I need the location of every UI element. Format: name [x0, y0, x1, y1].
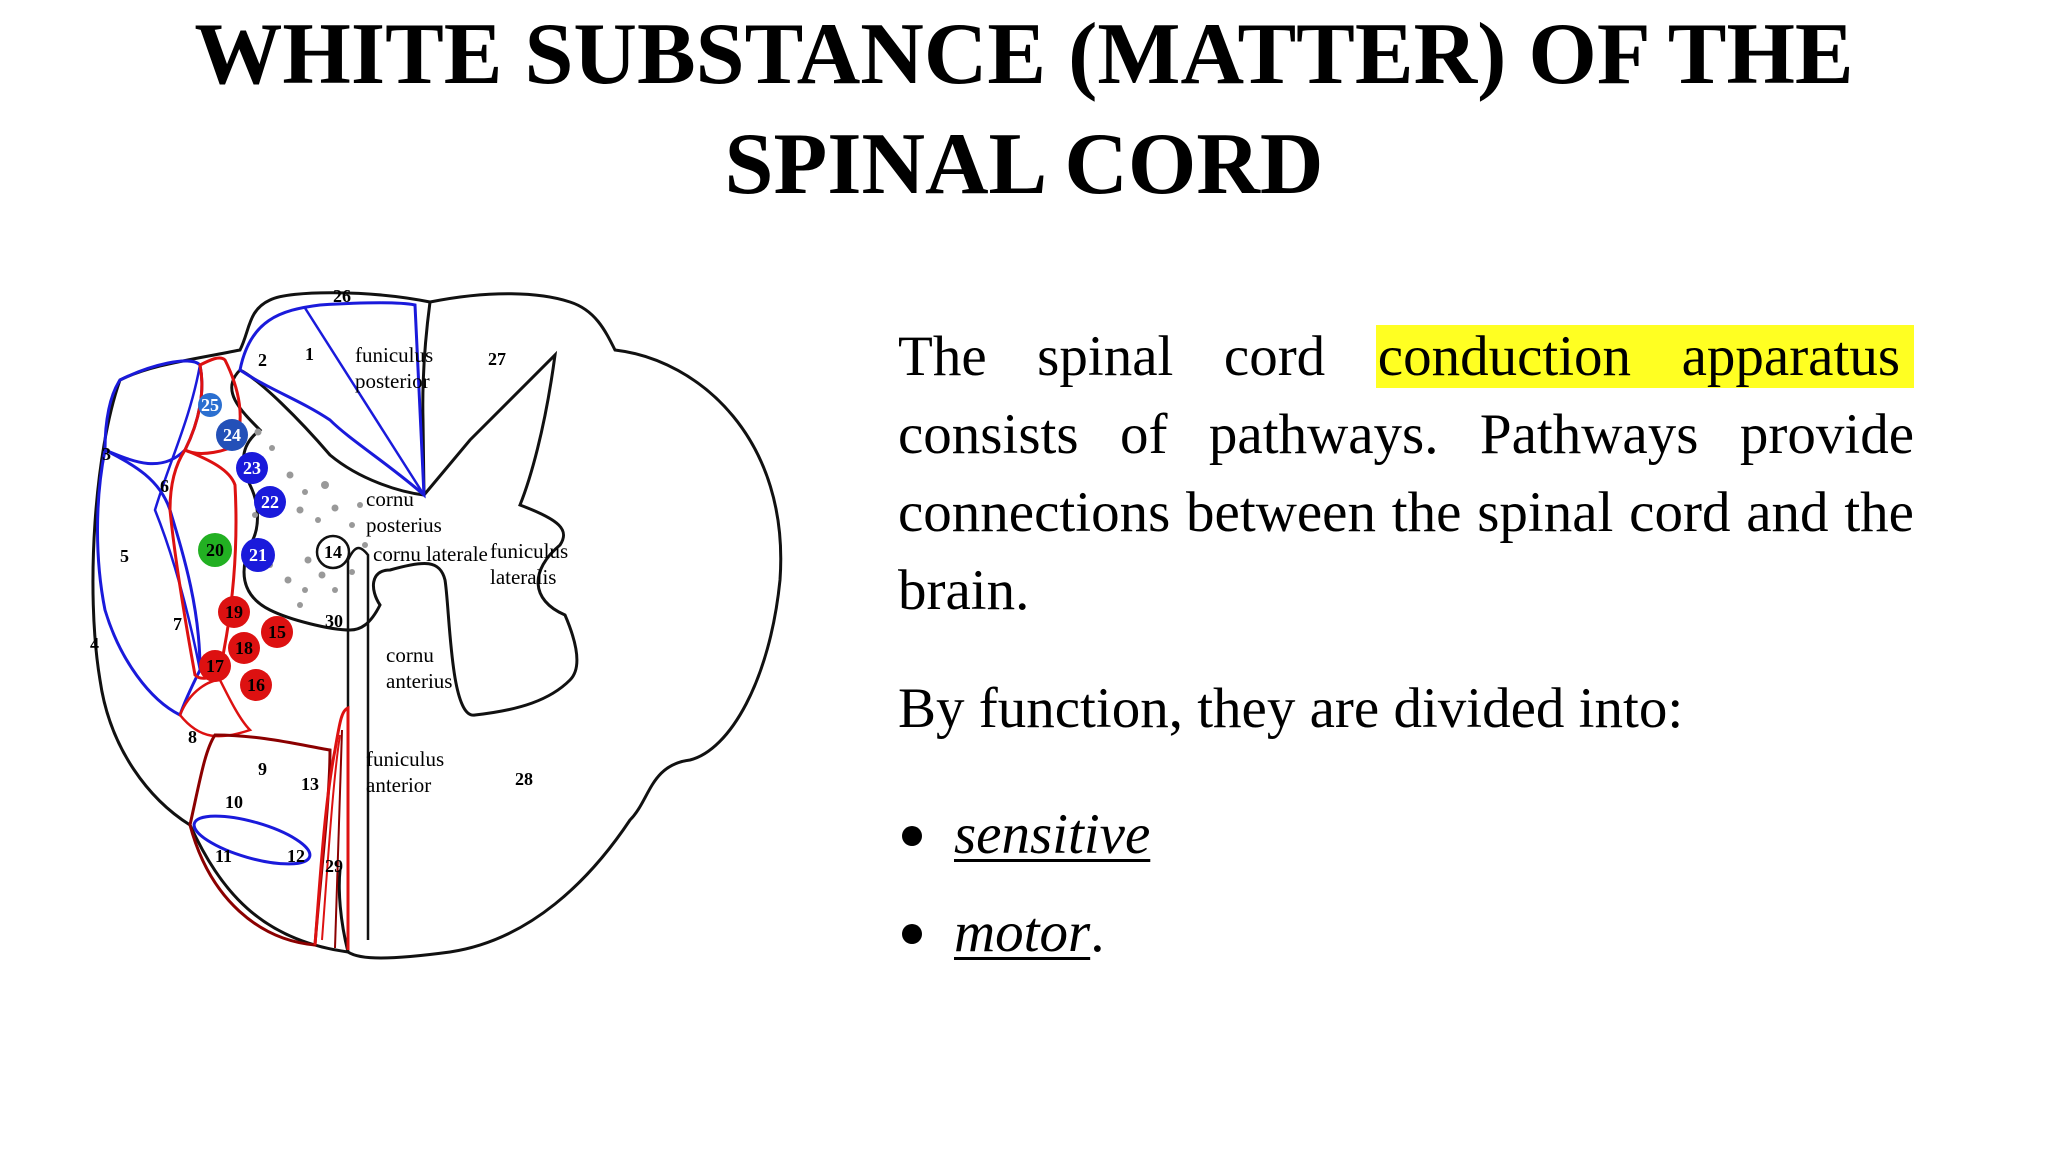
bullet-icon: [902, 826, 922, 846]
svg-text:22: 22: [261, 492, 279, 512]
nucleus-18: 18: [228, 632, 260, 664]
grey-dots: [252, 428, 368, 608]
grey-matter-outline: [230, 350, 579, 717]
nucleus-22: 22: [254, 486, 286, 518]
tract-1-divider: [303, 307, 426, 496]
slide-body: The spinal cord conduction apparatus con…: [898, 318, 1915, 982]
nucleus-19: 19: [218, 596, 250, 628]
svg-text:23: 23: [243, 458, 261, 478]
number-30: 30: [325, 611, 343, 631]
paragraph-division: By function, they are divided into:: [898, 677, 1684, 740]
tract-13-inner: [334, 729, 343, 949]
number-2: 2: [258, 350, 267, 370]
cord-outline: [337, 292, 783, 960]
posterior-septum: [421, 301, 432, 496]
list-item-sensitive: sensitive: [898, 786, 1914, 884]
paragraph-lead: The spinal cord: [898, 325, 1326, 388]
nucleus-21: 21: [241, 538, 275, 572]
tract-7-red: [168, 448, 238, 680]
paragraph-rest: consists of pathways. Pathways provide c…: [898, 403, 1914, 622]
svg-text:21: 21: [249, 545, 267, 565]
nucleus-20: 20: [198, 533, 232, 567]
tract-1-2-blue: [238, 301, 426, 499]
svg-text:18: 18: [235, 638, 253, 658]
nucleus-23: 23: [236, 452, 268, 484]
list-item-suffix: .: [1090, 901, 1105, 964]
tract-12-13-red: [313, 705, 350, 950]
number-28: 28: [515, 769, 533, 789]
nucleus-14: 14: [315, 534, 351, 570]
svg-text:15: 15: [268, 622, 286, 642]
title-line-2: SPINAL CORD: [724, 116, 1324, 213]
number-3: 3: [102, 444, 111, 464]
number-11: 11: [215, 846, 232, 866]
nucleus-25: 25: [198, 393, 222, 417]
svg-text:24: 24: [223, 425, 241, 445]
tract-10-blue: [192, 814, 312, 866]
number-26: 26: [333, 286, 351, 306]
tract-8-red: [178, 678, 253, 738]
number-1: 1: [305, 344, 314, 364]
list-item-motor: motor.: [898, 884, 1914, 982]
number-9: 9: [258, 759, 267, 779]
bullet-icon: [902, 924, 922, 944]
nucleus-15: 15: [261, 616, 293, 648]
svg-text:25: 25: [201, 395, 219, 415]
svg-text:14: 14: [324, 542, 342, 562]
highlighted-term: conduction apparatus: [1375, 325, 1915, 388]
number-13: 13: [301, 774, 319, 794]
number-5: 5: [120, 546, 129, 566]
tract-lateral-blue-line: [153, 364, 202, 671]
anterior-fissure: [346, 546, 370, 952]
number-10: 10: [225, 792, 243, 812]
list-item-text: sensitive: [954, 803, 1151, 866]
label-funiculus-anterior: funiculus anterior: [366, 747, 449, 797]
number-6: 6: [160, 476, 169, 496]
nucleus-24: 24: [216, 419, 248, 451]
label-cornu-anterius: cornu anterius: [386, 643, 452, 693]
svg-text:20: 20: [206, 540, 224, 560]
nucleus-16: 16: [240, 669, 272, 701]
number-4: 4: [90, 634, 99, 654]
svg-text:19: 19: [225, 602, 243, 622]
spinal-cord-cross-section-diagram: 25 24 23 22 20 21 14 19 15 18 17 16 1 2 …: [90, 286, 783, 960]
nucleus-17: 17: [199, 650, 231, 682]
label-cornu-posterius: cornu posterius: [366, 487, 442, 537]
number-7: 7: [173, 614, 182, 634]
tract-4-5-blue: [96, 447, 202, 718]
slide-title: WHITE SUBSTANCE (MATTER) OF THE SPINAL C…: [0, 0, 2048, 220]
number-27: 27: [488, 349, 506, 369]
label-cornu-laterale: cornu laterale: [373, 542, 488, 566]
number-12: 12: [287, 846, 305, 866]
label-funiculus-posterior: funiculus posterior: [355, 343, 438, 393]
list-item-text: motor: [954, 901, 1091, 964]
svg-text:17: 17: [206, 656, 224, 676]
number-8: 8: [188, 727, 197, 747]
number-29: 29: [325, 856, 343, 876]
title-line-1: WHITE SUBSTANCE (MATTER) OF THE: [194, 6, 1854, 103]
tract-12-inner: [321, 734, 341, 941]
function-list: sensitive motor.: [898, 786, 1914, 982]
svg-text:16: 16: [247, 675, 265, 695]
label-funiculus-lateralis: funiculus lateralis: [490, 539, 573, 589]
paragraph-pathways: The spinal cord conduction apparatus con…: [898, 318, 1915, 630]
